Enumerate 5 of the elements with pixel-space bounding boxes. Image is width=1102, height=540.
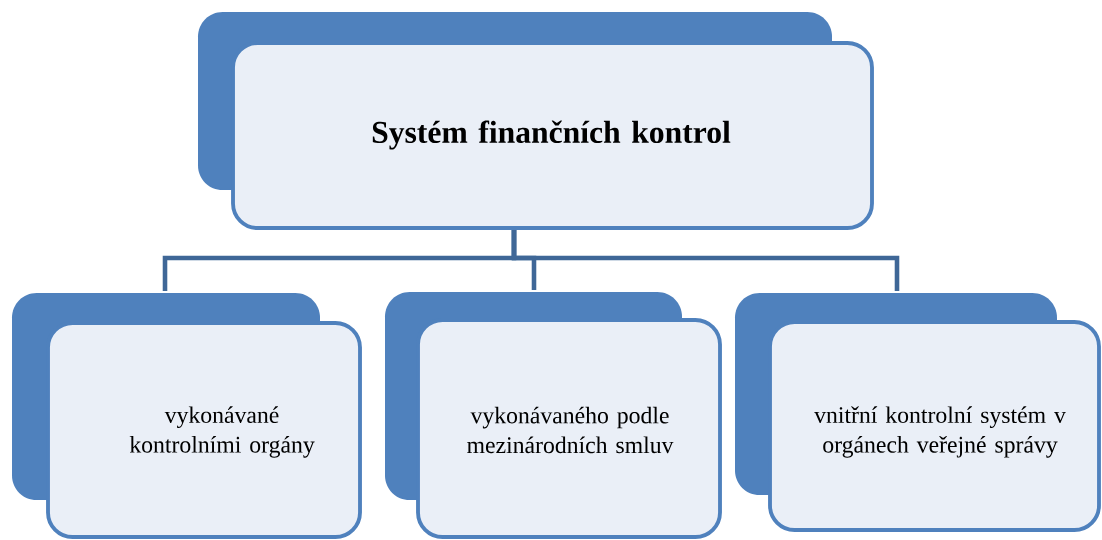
connector-line	[511, 229, 900, 291]
process-box: vnitřní kontrolní systém v orgánech veřejné správy	[735, 293, 1101, 532]
process-box: Systém finančních kontrol	[198, 12, 874, 230]
process-box: vykonávané kontrolními orgány	[12, 293, 362, 539]
process-box: vykonávaného podle mezinárodních smluv	[385, 292, 722, 539]
